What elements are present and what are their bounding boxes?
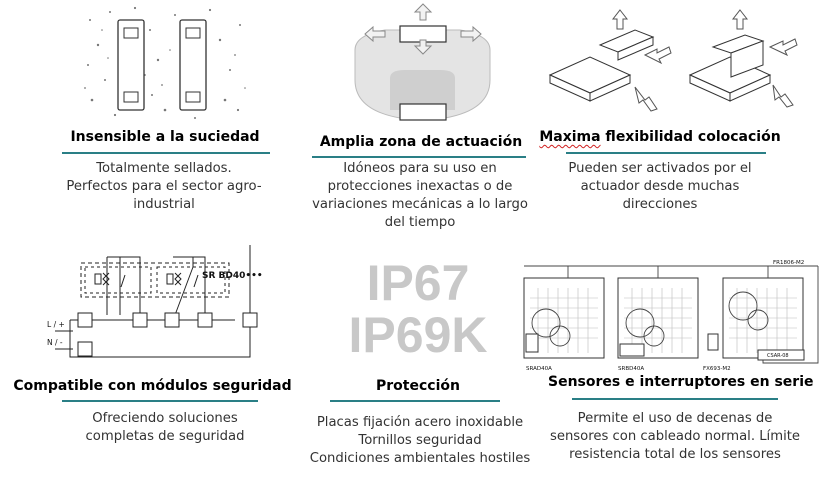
- title-underline: [572, 398, 778, 400]
- feature-title: Insensible a la suciedad: [70, 129, 260, 145]
- feature-description: Pueden ser activados por el actuador des…: [568, 161, 752, 212]
- safety-module-wiring-diagram: SR BD40••• L / + N / -: [47, 245, 263, 358]
- diagram-label-csar08: CSAR-08: [767, 353, 789, 359]
- diagram-label-fx693: FX693-M2: [703, 366, 731, 372]
- feature-title: Protección: [376, 378, 460, 394]
- feature-title: Compatible con módulos seguridad: [13, 378, 292, 394]
- ip67-rating: IP67: [366, 255, 470, 311]
- diagram-model-label: SR BD40•••: [202, 271, 263, 281]
- l-plus-label: L / +: [47, 320, 65, 329]
- diagram-label-srbd40a: SRBD40A: [618, 366, 644, 372]
- spellcheck-word: Maxima: [539, 129, 601, 145]
- feature-description: Idóneos para su uso en protecciones inex…: [312, 161, 528, 230]
- diagram-label-fr1806: FR1806-M2: [773, 260, 804, 266]
- title-underline: [62, 400, 258, 402]
- title-underline: [566, 152, 766, 154]
- feature-title: Maxima flexibilidad colocación: [539, 129, 781, 145]
- title-underline: [62, 152, 270, 154]
- feature-description: Permite el uso de decenas de sensores co…: [549, 411, 801, 462]
- mounting-flexibility-illustration: [548, 9, 798, 112]
- ip69k-rating: IP69K: [348, 307, 488, 363]
- feature-title: Sensores e interruptores en serie: [548, 374, 814, 390]
- series-sensors-diagram: SRAD40A SRBD40A FX693-M2 FR1806-M2 CSAR-…: [523, 260, 819, 372]
- feature-title: Amplia zona de actuación: [319, 134, 523, 150]
- diagram-label-srad40a: SRAD40A: [526, 366, 552, 372]
- title-underline: [312, 156, 526, 158]
- n-minus-label: N / -: [47, 338, 63, 347]
- dirty-sensors-illustration: [84, 6, 246, 119]
- actuation-zone-illustration: [354, 3, 491, 121]
- feature-description: Ofreciendo soluciones completas de segur…: [85, 411, 245, 444]
- title-underline: [330, 400, 500, 402]
- feature-description: Placas fijación acero inoxidable Tornill…: [309, 415, 531, 466]
- feature-description: Totalmente sellados. Perfectos para el s…: [66, 161, 262, 212]
